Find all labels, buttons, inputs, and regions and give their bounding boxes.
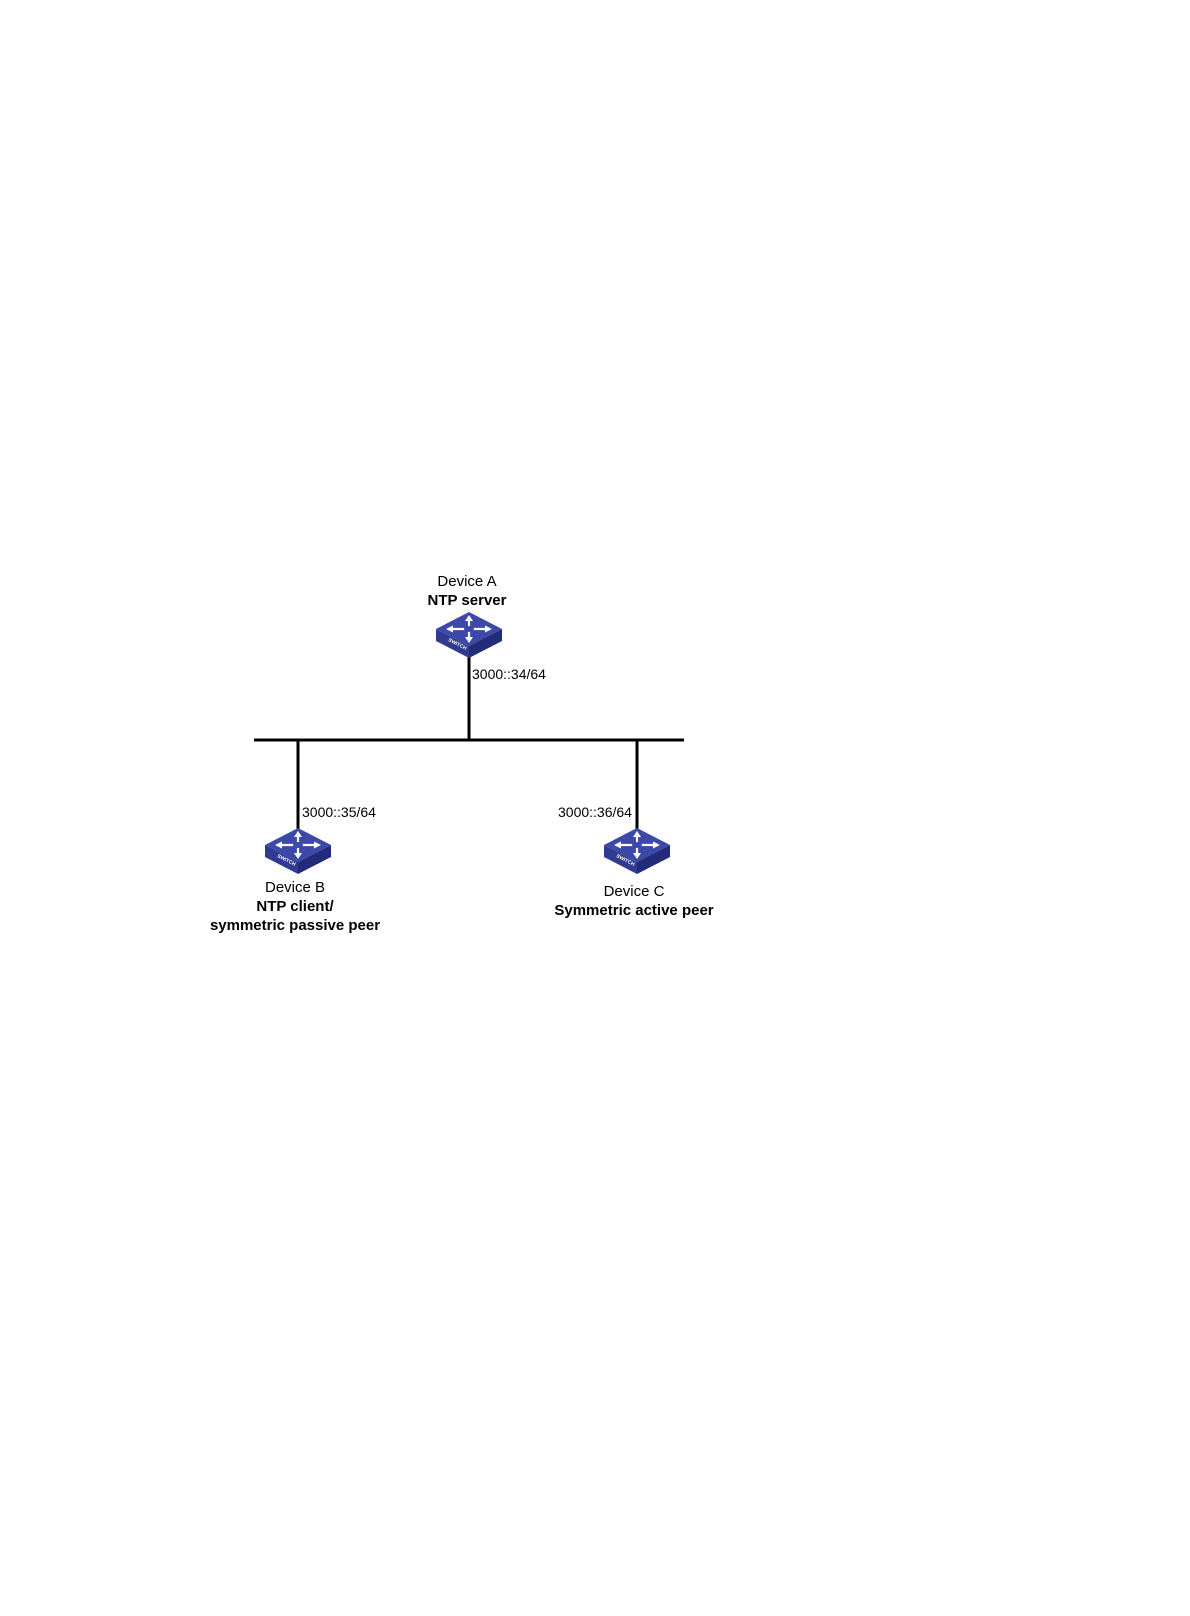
device-a-role: NTP server [428, 592, 507, 610]
device-b-ip: 3000::35/64 [302, 804, 376, 820]
device-b-switch-icon [265, 828, 331, 874]
device-c-role: Symmetric active peer [554, 902, 713, 920]
device-a-switch-icon [436, 612, 502, 658]
device-a-ip: 3000::34/64 [472, 666, 546, 682]
device-b-role-line2: symmetric passive peer [210, 917, 380, 935]
device-a-name: Device A [437, 573, 496, 591]
device-c-name: Device C [604, 883, 665, 901]
device-b-role-line1: NTP client/ [256, 898, 333, 916]
device-c-ip: 3000::36/64 [558, 804, 632, 820]
device-c-switch-icon [604, 828, 670, 874]
device-b-name: Device B [265, 879, 325, 897]
